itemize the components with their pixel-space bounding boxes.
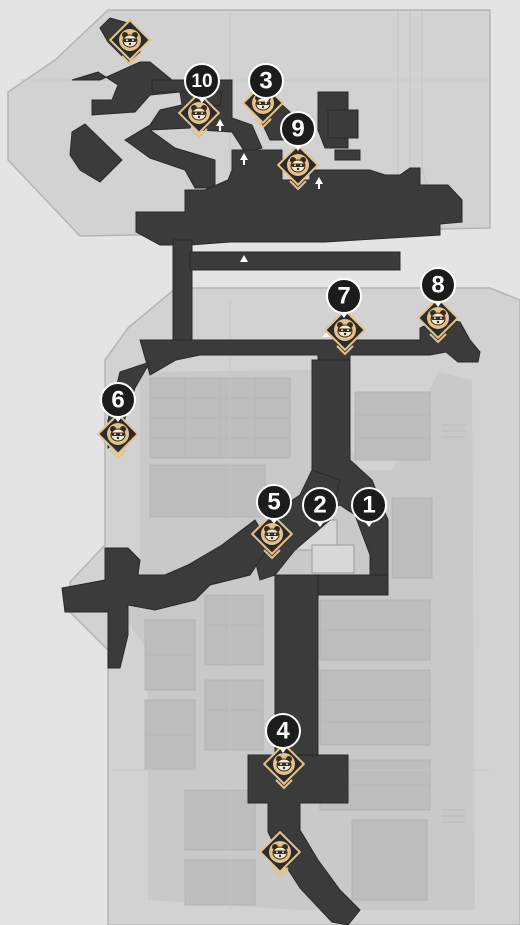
location-number-label: 10	[184, 63, 220, 103]
location-number-label: 1	[351, 487, 387, 527]
svg-text:1: 1	[362, 491, 375, 518]
svg-text:7: 7	[337, 282, 350, 309]
raccoon-marker-icon[interactable]	[276, 143, 320, 191]
raccoon-marker-icon[interactable]	[416, 296, 460, 344]
svg-text:9: 9	[291, 115, 304, 142]
svg-text:5: 5	[267, 488, 280, 515]
location-number-label: 5	[256, 484, 292, 524]
raccoon-marker-icon[interactable]	[108, 18, 152, 66]
corridors	[61, 17, 481, 925]
location-number-label: 3	[248, 63, 284, 103]
svg-text:3: 3	[259, 67, 272, 94]
location-number-label: 9	[280, 111, 316, 151]
raccoon-marker-icon[interactable]	[177, 91, 221, 139]
location-number-label: 8	[420, 267, 456, 307]
road-stripes-right	[442, 424, 466, 823]
block-grid-lines	[145, 378, 430, 786]
location-number-label: 2	[302, 487, 338, 527]
raccoon-marker-icon[interactable]	[323, 308, 367, 356]
svg-text:8: 8	[431, 271, 444, 298]
number-labels: 1 2 3 4 5 6 7 8 9 10	[100, 63, 456, 753]
location-number-label: 6	[100, 382, 136, 422]
raccoon-marker-icon[interactable]	[258, 830, 302, 878]
location-number-label: 4	[265, 713, 301, 753]
svg-text:10: 10	[191, 71, 212, 92]
svg-text:2: 2	[313, 491, 326, 518]
raccoon-marker-icon[interactable]	[250, 512, 294, 560]
raccoon-marker-icon[interactable]	[262, 742, 306, 790]
location-number-label: 7	[326, 278, 362, 318]
svg-text:4: 4	[276, 717, 290, 744]
raccoon-marker-icon[interactable]	[96, 412, 140, 460]
svg-text:6: 6	[111, 386, 124, 413]
